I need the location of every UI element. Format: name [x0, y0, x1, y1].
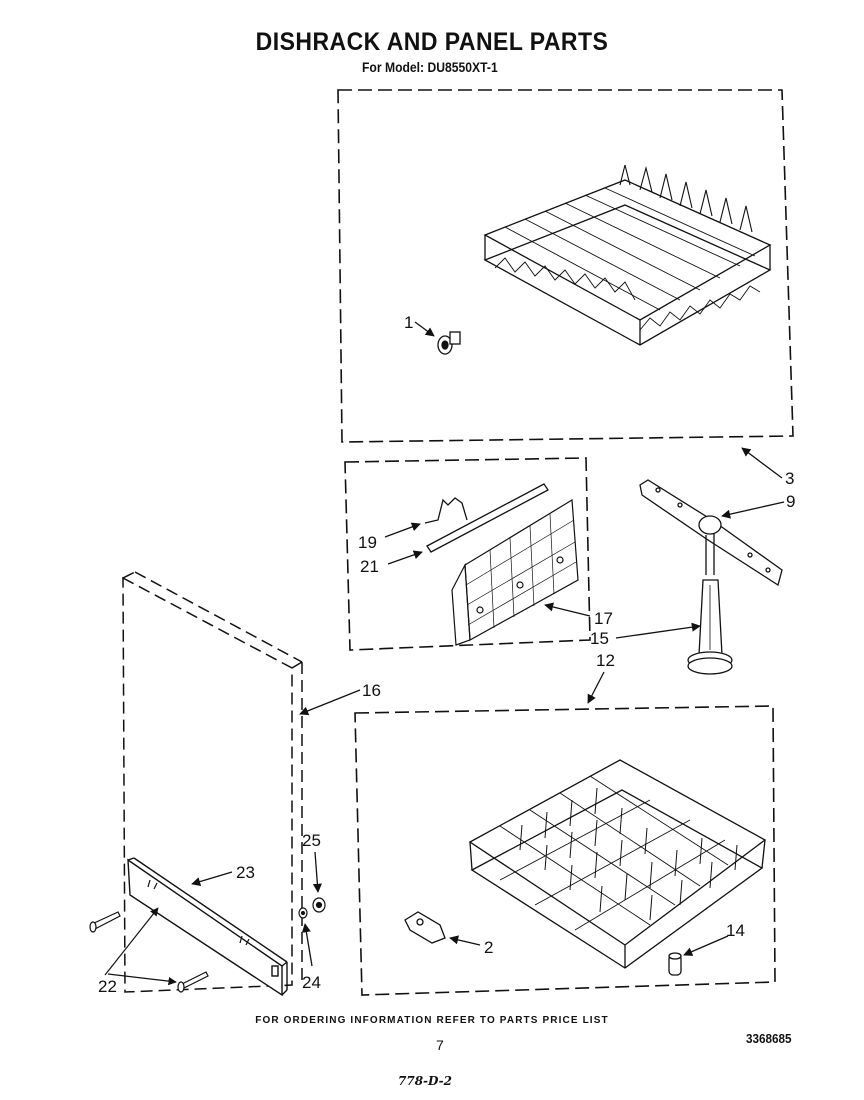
leader-12 — [587, 671, 605, 704]
callout-12: 12 — [596, 651, 615, 670]
handwritten-note: 778-D-2 — [398, 1074, 452, 1088]
leader-21 — [387, 550, 423, 565]
callout-1: 1 — [404, 313, 413, 332]
rack-roller-part — [437, 331, 461, 355]
callout-22: 22 — [98, 977, 117, 996]
callout-2: 2 — [484, 938, 493, 957]
leader-22a — [104, 907, 159, 976]
upper-rack-basket — [483, 164, 772, 346]
lower-rack-basket — [468, 759, 767, 969]
model-subtitle: For Model: DU8550XT-1 — [362, 60, 498, 75]
leader-17 — [544, 602, 591, 617]
washer-part — [298, 907, 308, 919]
callout-21: 21 — [360, 557, 379, 576]
leader-19 — [384, 522, 421, 538]
basket-bar-part — [426, 483, 549, 553]
leader-23 — [191, 871, 233, 887]
leader-9 — [721, 501, 785, 519]
lower-roller-part — [668, 952, 682, 976]
callout-17: 17 — [594, 609, 613, 628]
door-panel-part — [122, 571, 303, 993]
page-title: DISHRACK AND PANEL PARTS — [255, 28, 609, 56]
callout-14: 14 — [726, 921, 745, 940]
upper-rack-box — [337, 89, 794, 443]
leader-2 — [449, 935, 481, 946]
callout-19: 19 — [358, 533, 377, 552]
silverware-basket-part — [451, 498, 579, 646]
leader-22b — [107, 973, 177, 986]
leader-24 — [301, 923, 313, 967]
nut-part — [312, 897, 326, 913]
callout-25: 25 — [302, 831, 321, 850]
document-number: 3368685 — [746, 1031, 792, 1046]
callout-15: 15 — [590, 629, 609, 648]
leader-16 — [299, 689, 361, 716]
leader-25 — [312, 851, 322, 893]
ordering-note: FOR ORDERING INFORMATION REFER TO PARTS … — [255, 1014, 609, 1026]
callout-24: 24 — [302, 973, 321, 992]
leader-3 — [741, 447, 783, 479]
leader-1 — [414, 321, 435, 337]
leader-15 — [615, 622, 701, 639]
spray-arm-part — [639, 479, 783, 587]
callout-16: 16 — [362, 681, 381, 700]
leader-14 — [683, 935, 729, 956]
silverware-basket-box — [344, 457, 591, 651]
spray-tower-part — [687, 579, 733, 675]
panel-screws-part — [89, 911, 209, 993]
page-number: 7 — [436, 1037, 444, 1053]
callout-3: 3 — [785, 469, 794, 488]
lower-rack-box — [354, 705, 776, 996]
callout-9: 9 — [786, 492, 795, 511]
basket-clip-part — [424, 497, 468, 524]
callout-23: 23 — [236, 863, 255, 882]
control-panel-part — [127, 857, 288, 997]
rack-bracket-part — [404, 911, 446, 944]
